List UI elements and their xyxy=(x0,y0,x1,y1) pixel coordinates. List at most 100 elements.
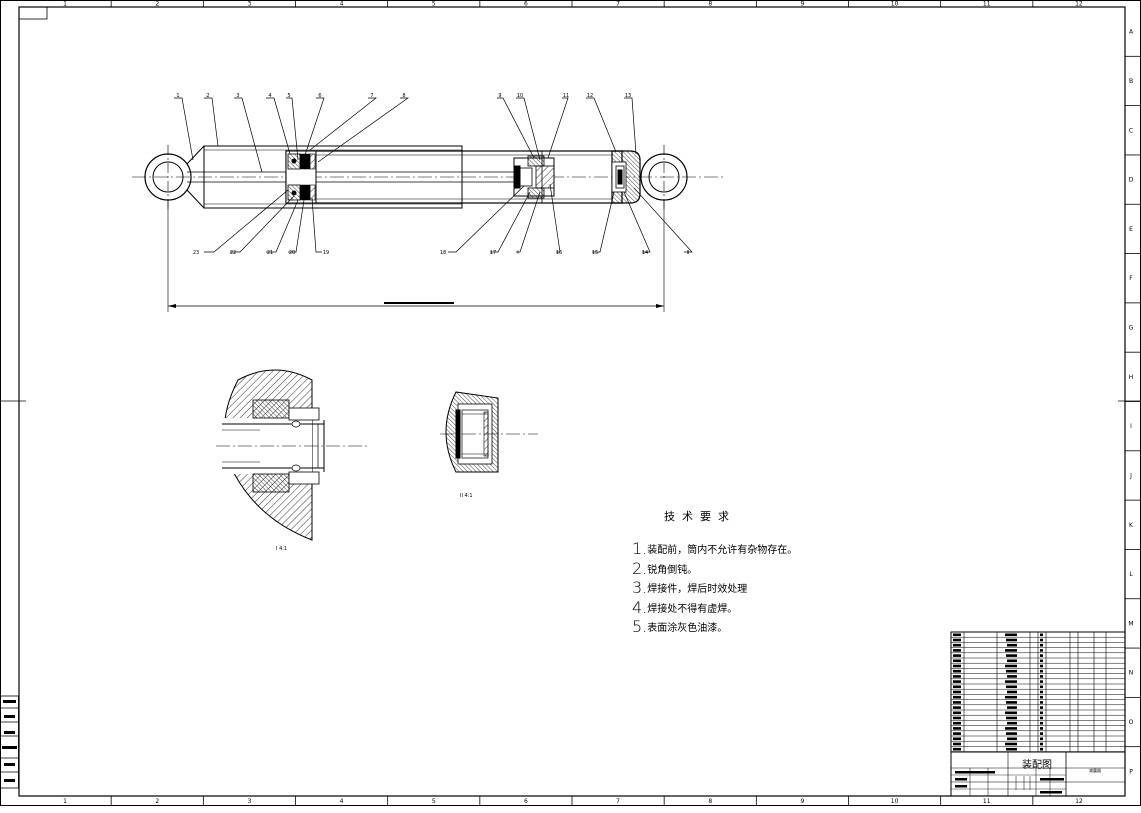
balloon-label: 15 xyxy=(592,250,598,256)
tech-requirement-item: 5.表面涂灰色油漆。 xyxy=(632,617,862,637)
tech-requirements-title: 技术要求 xyxy=(664,510,736,523)
balloon-label: I xyxy=(517,250,518,256)
balloon-label: 20 xyxy=(289,250,295,256)
balloon-label: 17 xyxy=(490,250,496,256)
row-label: N xyxy=(1129,670,1134,677)
tech-requirement-item: 4.焊接处不得有虚焊。 xyxy=(632,598,862,618)
row-label: G xyxy=(1129,325,1134,332)
row-label: L xyxy=(1129,571,1133,578)
column-ticks-bottom xyxy=(110,796,1034,806)
row-label: H xyxy=(1129,374,1134,381)
column-label: 7 xyxy=(616,798,620,805)
column-label: 8 xyxy=(708,1,712,8)
balloon-label: 8 xyxy=(402,93,405,99)
tech-requirement-text: 装配前，筒内不允许有杂物存在。 xyxy=(647,545,798,556)
balloon-label: 13 xyxy=(625,93,631,99)
shock-absorber-main-view xyxy=(132,145,725,312)
technical-requirements: 技术要求 1.装配前，筒内不允许有杂物存在。2.锐角倒钝。3.焊接件，焊后时效处… xyxy=(632,508,862,637)
tech-requirement-text: 表面涂灰色油漆。 xyxy=(647,623,728,634)
balloon-label: 4 xyxy=(268,93,271,99)
tech-requirement-number: 3. xyxy=(632,578,648,597)
row-label: D xyxy=(1129,177,1134,184)
balloon-label: 18 xyxy=(440,250,446,256)
tech-requirement-number: 5. xyxy=(632,617,648,636)
balloon-label: 9 xyxy=(498,93,501,99)
column-label: 3 xyxy=(248,1,252,8)
balloon-label: 14 xyxy=(642,250,648,256)
parts-list-table xyxy=(950,631,1126,797)
balloon-label: 1 xyxy=(176,93,179,99)
drawing-name: 减震器 xyxy=(1089,768,1101,773)
row-ticks-right xyxy=(1125,55,1141,748)
tech-requirement-number: 1. xyxy=(632,539,648,558)
column-label: 9 xyxy=(801,798,805,805)
balloon-label: 10 xyxy=(517,93,523,99)
column-label: 10 xyxy=(891,1,899,8)
tech-requirement-text: 焊接件，焊后时效处理 xyxy=(647,584,748,595)
column-label: 6 xyxy=(524,798,528,805)
balloon-label: 22 xyxy=(230,250,236,256)
column-label: 2 xyxy=(155,798,159,805)
column-label: 5 xyxy=(432,798,436,805)
column-label: 1 xyxy=(63,1,67,8)
balloon-label: 12 xyxy=(587,93,593,99)
left-stamp-column xyxy=(0,695,19,789)
column-label: 3 xyxy=(248,798,252,805)
row-label: C xyxy=(1129,127,1133,134)
row-label: E xyxy=(1129,226,1133,233)
tech-requirement-item: 3.焊接件，焊后时效处理 xyxy=(632,578,862,598)
tech-requirement-number: 2. xyxy=(632,558,648,578)
column-label: 9 xyxy=(801,1,805,8)
column-label: 6 xyxy=(524,1,528,8)
detail-ii-label: II 4:1 xyxy=(460,493,473,499)
balloon-label: 6 xyxy=(318,93,321,99)
balloon-label: 16 xyxy=(556,250,562,256)
tech-requirement-text: 焊接处不得有虚焊。 xyxy=(647,603,738,615)
balloon-label: 11 xyxy=(563,93,569,99)
balloon-label: 5 xyxy=(287,93,290,99)
tech-requirement-text: 锐角倒钝。 xyxy=(647,564,698,576)
column-label: 10 xyxy=(891,798,899,805)
row-label: J xyxy=(1129,472,1132,479)
detail-ii-view xyxy=(440,391,538,473)
detail-i-view xyxy=(216,369,368,541)
column-label: 5 xyxy=(432,1,436,8)
column-label: 12 xyxy=(1075,798,1083,805)
balloon-label: 23 xyxy=(193,250,199,256)
column-label: 8 xyxy=(708,798,712,805)
tech-requirement-item: 2.锐角倒钝。 xyxy=(632,559,862,579)
balloon-labels-bottom: 23 22 21 20 19 18 17 I 16 15 14 II xyxy=(193,250,690,256)
row-label: M xyxy=(1128,620,1133,627)
column-label: 2 xyxy=(155,1,159,8)
parts-list-entries xyxy=(953,633,1064,794)
column-label: 1 xyxy=(63,798,67,805)
row-label: P xyxy=(1129,768,1133,775)
column-label: 11 xyxy=(983,798,991,805)
row-label: B xyxy=(1129,78,1133,85)
balloon-label: II xyxy=(687,250,690,256)
detail-i-label: I 4:1 xyxy=(276,546,287,552)
balloon-label: 7 xyxy=(370,93,373,99)
column-label: 11 xyxy=(983,1,991,8)
drawing-title: 装配图 xyxy=(1022,760,1052,771)
row-label: A xyxy=(1129,29,1134,36)
balloon-label: 2 xyxy=(206,93,209,99)
column-label: 4 xyxy=(340,1,344,8)
top-left-box xyxy=(18,6,48,20)
tech-requirement-number: 4. xyxy=(632,597,648,617)
tech-requirement-item: 1.装配前，筒内不允许有杂物存在。 xyxy=(632,539,862,559)
column-label: 12 xyxy=(1075,1,1083,8)
column-label: 4 xyxy=(340,798,344,805)
column-ticks-top xyxy=(110,0,1034,7)
balloon-label: 21 xyxy=(267,250,273,256)
row-label: K xyxy=(1129,522,1134,529)
balloon-label: 19 xyxy=(323,250,329,256)
row-label: O xyxy=(1129,719,1134,726)
